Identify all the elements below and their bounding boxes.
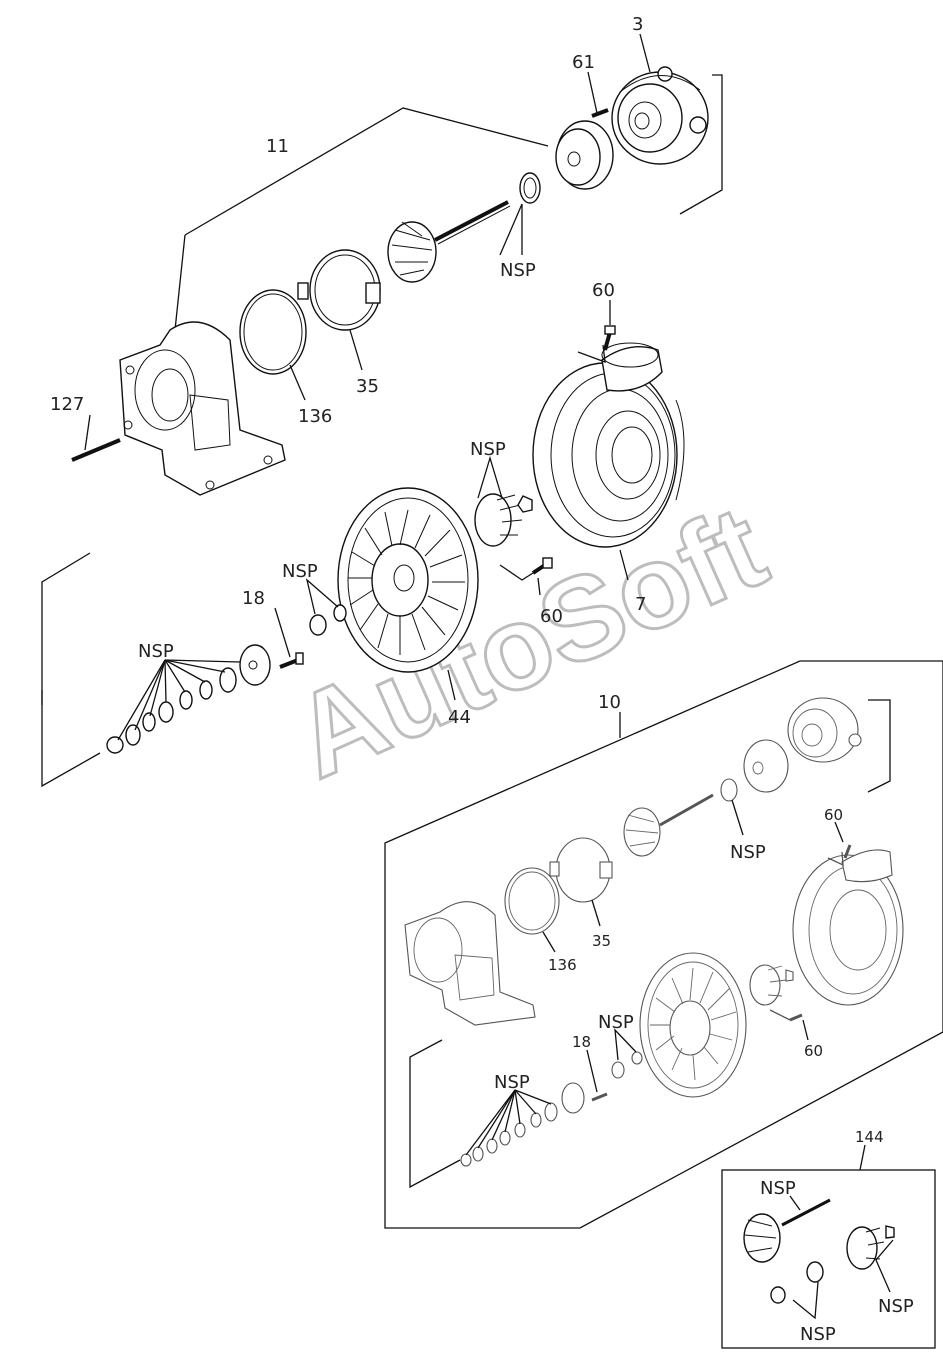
- callout-35-b: 35: [592, 932, 611, 950]
- g10-ring: [504, 867, 560, 935]
- g10-thrust-plate: [561, 1082, 585, 1114]
- g10-ring-stack: [460, 1102, 558, 1167]
- part-44-backplate: [337, 487, 479, 673]
- bolt-60-middle: [531, 557, 553, 575]
- bolt-18: [279, 652, 304, 669]
- callout-nsp-wheel: NSP: [470, 439, 506, 460]
- callout-nsp-rings: NSP: [138, 641, 174, 662]
- bush-and-ring-nsp: [309, 604, 347, 636]
- callout-60-middle: 60: [540, 606, 563, 627]
- callout-60-b1: 60: [824, 806, 843, 824]
- o-ring-nsp: [519, 172, 541, 204]
- callout-nsp-b-shaft: NSP: [730, 842, 766, 863]
- callout-nsp-kit-2: NSP: [878, 1296, 914, 1317]
- bolt-60-top: [577, 325, 616, 363]
- seal-plate: [555, 120, 614, 190]
- ring-stack-nsp: [106, 667, 237, 754]
- group-144-box: [721, 1169, 936, 1349]
- g10-center-housing: [787, 697, 862, 763]
- g10-shaft-wheel: [623, 793, 714, 857]
- callout-60-top: 60: [592, 280, 615, 301]
- callout-7: 7: [635, 594, 646, 615]
- leader-lines: [84, 33, 894, 1320]
- callout-60-b2: 60: [804, 1042, 823, 1060]
- g10-backplate: [639, 952, 747, 1098]
- callout-144: 144: [855, 1128, 884, 1146]
- g10-compressor-wheel: [749, 964, 794, 1006]
- g10-seal-plate: [743, 739, 789, 793]
- callout-nsp-shaft: NSP: [500, 260, 536, 281]
- part-35-clamp: [297, 249, 381, 331]
- callout-nsp-b-small: NSP: [598, 1012, 634, 1033]
- compressor-wheel: [474, 493, 533, 547]
- callout-nsp-kit-1: NSP: [760, 1178, 796, 1199]
- callout-127: 127: [50, 394, 84, 415]
- part-127-stud: [71, 438, 121, 462]
- callout-10: 10: [598, 692, 621, 713]
- g10-compressor-housing: [792, 849, 904, 1006]
- part-3-center-housing: [611, 66, 709, 165]
- callout-18: 18: [242, 588, 265, 609]
- g10-bolt-18: [591, 1092, 608, 1102]
- g10-bush-ring: [611, 1051, 643, 1079]
- turbine-housing: [119, 321, 286, 496]
- callout-35: 35: [356, 376, 379, 397]
- g10-bolt-60-bottom: [769, 1009, 803, 1022]
- kit-144-compressor-wheel: [846, 1225, 895, 1270]
- callout-61: 61: [572, 52, 595, 73]
- bearing-housing-bracket: [41, 552, 101, 788]
- g10-o-ring: [720, 778, 738, 802]
- callout-18-b: 18: [572, 1033, 591, 1051]
- g10-turbine-housing: [404, 901, 536, 1026]
- callout-nsp-b-rings: NSP: [494, 1072, 530, 1093]
- callout-3: 3: [632, 14, 643, 35]
- callout-nsp-kit-3: NSP: [800, 1324, 836, 1345]
- group-10-frame: [384, 660, 943, 1229]
- nsp-fan-bottom: [465, 1089, 552, 1156]
- nsp-fan-top: [117, 659, 241, 741]
- kit-144-bush-ring: [770, 1261, 824, 1304]
- callout-11: 11: [266, 136, 289, 157]
- part-136-ring: [239, 289, 307, 375]
- part-61-pin: [591, 108, 609, 118]
- turbine-shaft-wheel: [387, 200, 511, 283]
- callout-44: 44: [448, 707, 471, 728]
- kit-144-shaft-wheel: [743, 1198, 831, 1263]
- g10-clamp: [549, 837, 613, 903]
- callout-nsp-small: NSP: [282, 561, 318, 582]
- group-11-bracket: [174, 74, 723, 331]
- part-7-compressor-housing: [532, 342, 685, 548]
- callout-labels: 3 61 11 NSP 60 127 136 35 NSP NSP 18 NSP…: [50, 14, 914, 1345]
- g10-bolt-60-top: [827, 844, 852, 867]
- callout-136: 136: [298, 406, 332, 427]
- thrust-plate: [239, 644, 271, 686]
- callout-136-b: 136: [548, 956, 577, 974]
